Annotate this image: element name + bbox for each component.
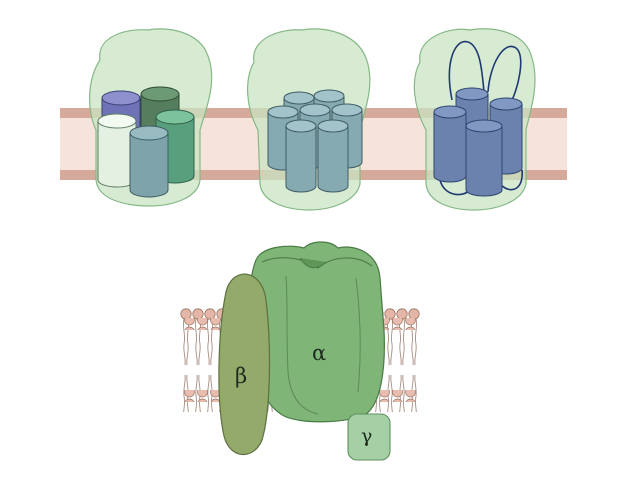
- channel-mixed-helices: [89, 28, 213, 207]
- transmembrane-helix-icon: [433, 105, 467, 183]
- gamma-subunit: [347, 413, 391, 461]
- channel-blue-looped: [413, 28, 536, 211]
- gamma-label: γ: [361, 425, 372, 447]
- alpha-label: α: [312, 341, 326, 365]
- transmembrane-helix-icon: [97, 113, 137, 188]
- transmembrane-helix-icon: [317, 119, 349, 193]
- transmembrane-helix-icon: [129, 125, 169, 198]
- beta-label: β: [235, 364, 247, 388]
- transmembrane-helix-icon: [465, 119, 503, 197]
- alpha-subunit: [248, 241, 385, 423]
- transmembrane-helix-icon: [285, 119, 317, 193]
- channel-teal-bundle: [247, 28, 371, 211]
- beta-subunit: [218, 273, 271, 456]
